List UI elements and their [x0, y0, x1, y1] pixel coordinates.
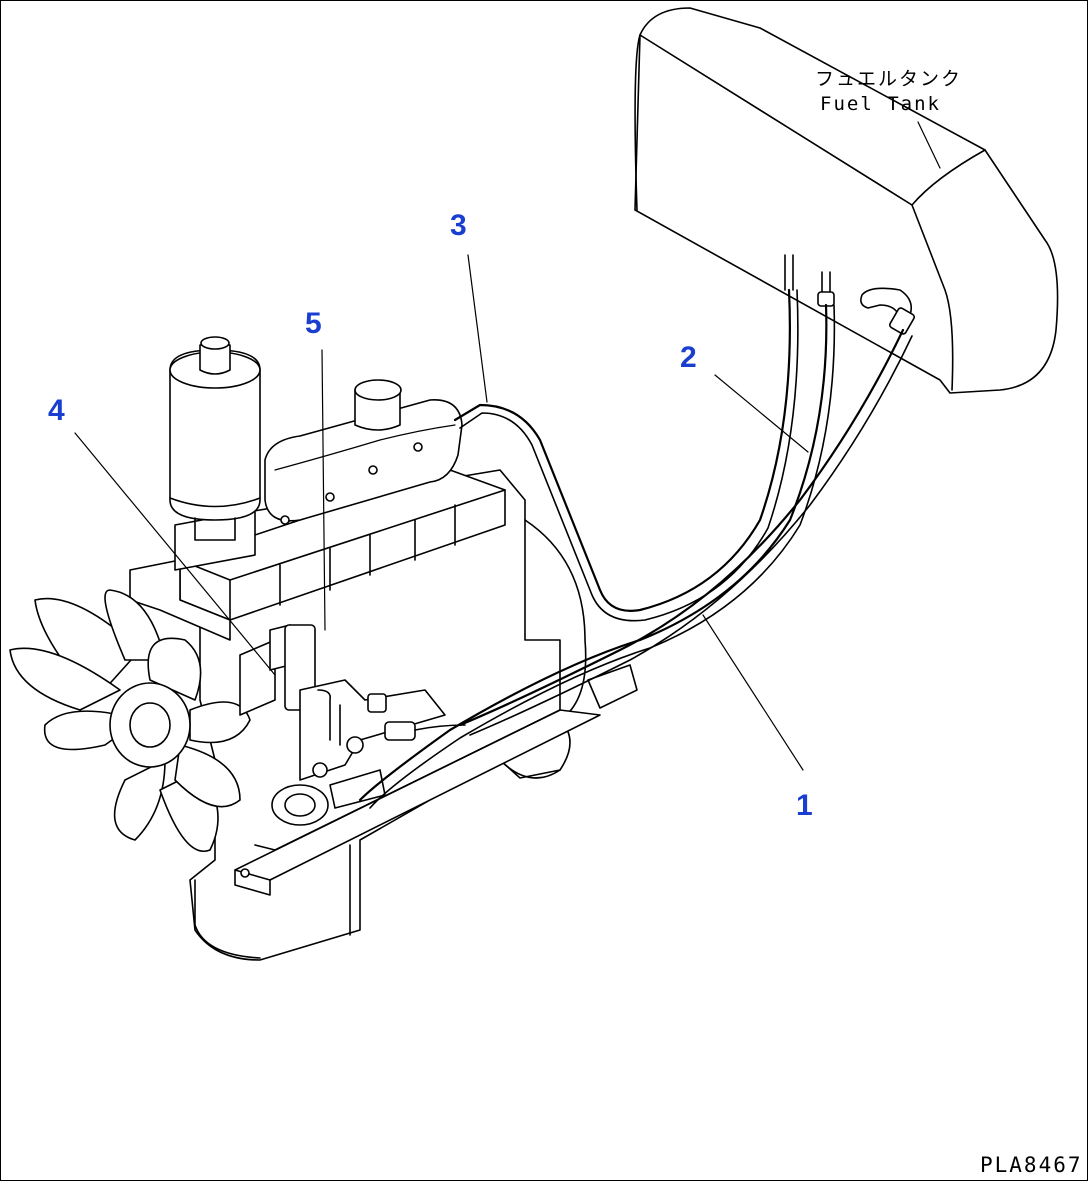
callout-3: 3 [450, 209, 467, 242]
callout-5: 5 [305, 307, 322, 340]
valve-cover [264, 379, 463, 525]
drawing-id: PLA8467 [980, 1153, 1083, 1177]
frame-rail [234, 664, 638, 896]
fuel-tank-label-jp: フュエルタンク [815, 68, 962, 90]
fuel-tank-label-en: Fuel Tank [820, 93, 941, 115]
cooling-fan [9, 589, 251, 852]
fuel-hoses [317, 288, 913, 809]
callout-1: 1 [796, 789, 813, 822]
callout-2: 2 [680, 341, 697, 374]
fuel-tank [634, 7, 1059, 394]
air-cleaner [169, 336, 261, 541]
fuel-filter-assembly [239, 624, 446, 826]
leader-lines [74, 121, 941, 771]
callout-4: 4 [48, 394, 65, 427]
